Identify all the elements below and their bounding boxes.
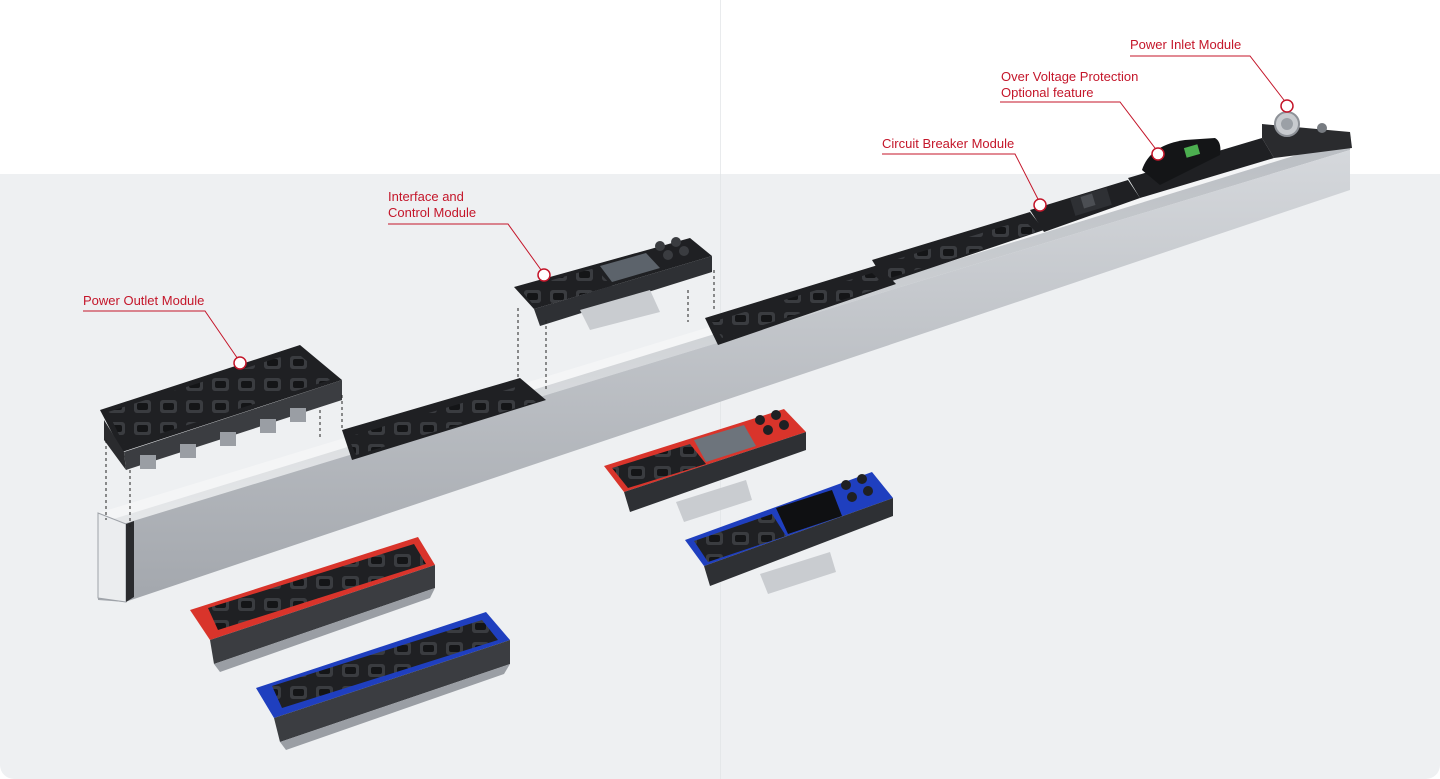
circle-marker-icon [537, 268, 551, 282]
floating-interface-module [514, 237, 712, 330]
circle-marker-icon [1280, 99, 1294, 113]
red-interface-module [604, 409, 806, 522]
rail-mounted-outlet-module-3 [872, 212, 1044, 283]
callout-over-voltage: Over Voltage Protection Optional feature [1001, 69, 1138, 101]
callout-power-inlet: Power Inlet Module [1130, 37, 1241, 53]
circle-marker-icon [233, 356, 247, 370]
callout-interface-control-line-2: Control Module [388, 205, 477, 220]
rail-side [98, 150, 1350, 602]
rail-mounted-outlet-module-2 [705, 265, 896, 345]
callout-interface-control: Interface and Control Module [388, 189, 476, 221]
blue-outlet-module [256, 612, 510, 750]
circle-marker-icon [1033, 198, 1047, 212]
callout-over-voltage-line-2: Optional feature [1001, 85, 1094, 100]
red-outlet-module [190, 537, 435, 672]
callout-leaders [83, 55, 1288, 363]
callout-power-outlet-line-1: Power Outlet Module [83, 293, 205, 308]
callout-interface-control-line-1: Interface and [388, 189, 464, 204]
callout-power-outlet: Power Outlet Module [83, 293, 204, 309]
power-inlet-block [1262, 111, 1352, 158]
callout-markers [233, 99, 1294, 370]
callout-power-inlet-line-1: Power Inlet Module [1130, 37, 1242, 52]
callout-circuit-breaker-line-1: Circuit Breaker Module [882, 136, 1015, 151]
circle-marker-icon [1151, 147, 1165, 161]
blue-interface-module [685, 472, 893, 594]
rail-mounted-outlet-module-1 [342, 378, 546, 460]
rail-end-cap [97, 512, 127, 603]
callout-circuit-breaker: Circuit Breaker Module [882, 136, 1014, 152]
callout-over-voltage-line-1: Over Voltage Protection [1001, 69, 1139, 84]
dashed-guides [105, 270, 715, 528]
floating-outlet-module [100, 345, 342, 470]
circuit-breaker-block [1030, 180, 1140, 232]
